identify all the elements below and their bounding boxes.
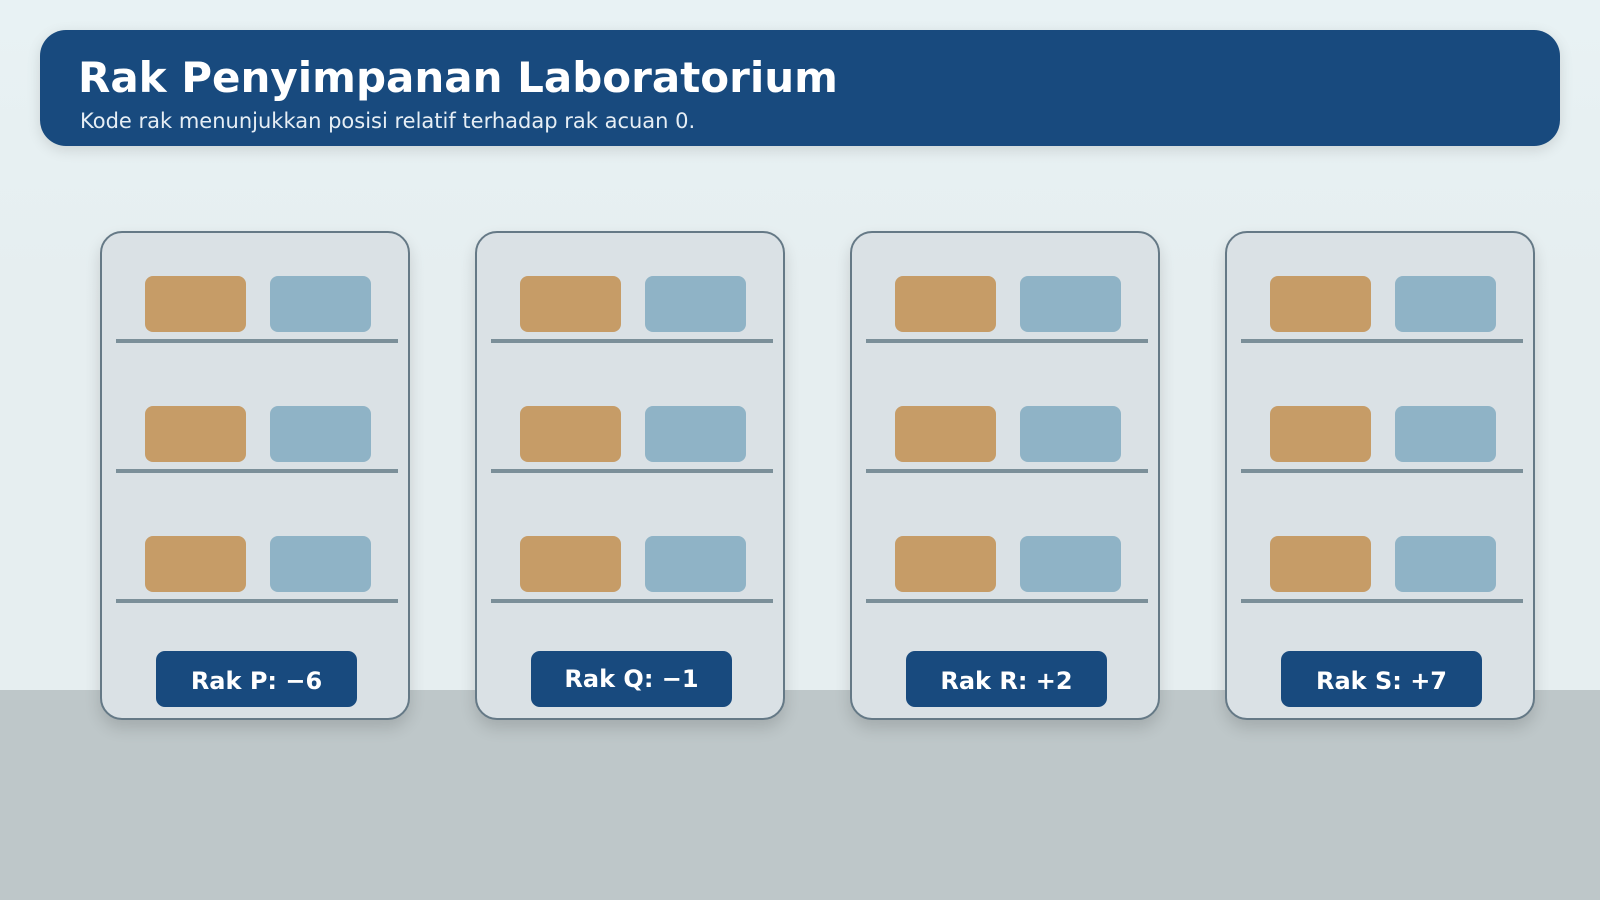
- storage-box-blue: [1395, 536, 1496, 592]
- storage-box-amber: [520, 406, 621, 462]
- shelf: [116, 469, 398, 473]
- storage-box-amber: [1270, 536, 1371, 592]
- storage-box-amber: [895, 276, 996, 332]
- storage-box-blue: [1395, 276, 1496, 332]
- rack-label-p: Rak P: −6: [156, 651, 357, 707]
- shelf: [116, 599, 398, 603]
- shelf: [866, 339, 1148, 343]
- storage-box-amber: [520, 276, 621, 332]
- storage-box-amber: [1270, 406, 1371, 462]
- storage-box-blue: [1020, 276, 1121, 332]
- storage-box-amber: [145, 536, 246, 592]
- storage-box-blue: [270, 406, 371, 462]
- storage-box-amber: [895, 536, 996, 592]
- shelf: [1241, 469, 1523, 473]
- shelf: [866, 469, 1148, 473]
- rack-r: Rak R: +2: [850, 231, 1160, 720]
- rack-s: Rak S: +7: [1225, 231, 1535, 720]
- shelf: [1241, 339, 1523, 343]
- rack-p: Rak P: −6: [100, 231, 410, 720]
- storage-box-blue: [270, 536, 371, 592]
- page-title: Rak Penyimpanan Laboratorium: [78, 53, 838, 102]
- rack-q: Rak Q: −1: [475, 231, 785, 720]
- page-subtitle: Kode rak menunjukkan posisi relatif terh…: [80, 109, 696, 133]
- storage-box-blue: [270, 276, 371, 332]
- storage-box-amber: [520, 536, 621, 592]
- rack-label-s: Rak S: +7: [1281, 651, 1482, 707]
- storage-box-blue: [645, 276, 746, 332]
- shelf: [116, 339, 398, 343]
- storage-box-amber: [145, 406, 246, 462]
- shelf: [491, 339, 773, 343]
- shelf: [1241, 599, 1523, 603]
- storage-box-blue: [1020, 536, 1121, 592]
- storage-box-amber: [1270, 276, 1371, 332]
- storage-box-amber: [895, 406, 996, 462]
- storage-box-blue: [645, 536, 746, 592]
- storage-box-amber: [145, 276, 246, 332]
- shelf: [491, 469, 773, 473]
- storage-box-blue: [1395, 406, 1496, 462]
- storage-box-blue: [645, 406, 746, 462]
- page-header: Rak Penyimpanan Laboratorium Kode rak me…: [40, 30, 1560, 146]
- shelf: [866, 599, 1148, 603]
- rack-label-q: Rak Q: −1: [531, 651, 732, 707]
- rack-label-r: Rak R: +2: [906, 651, 1107, 707]
- storage-box-blue: [1020, 406, 1121, 462]
- shelf: [491, 599, 773, 603]
